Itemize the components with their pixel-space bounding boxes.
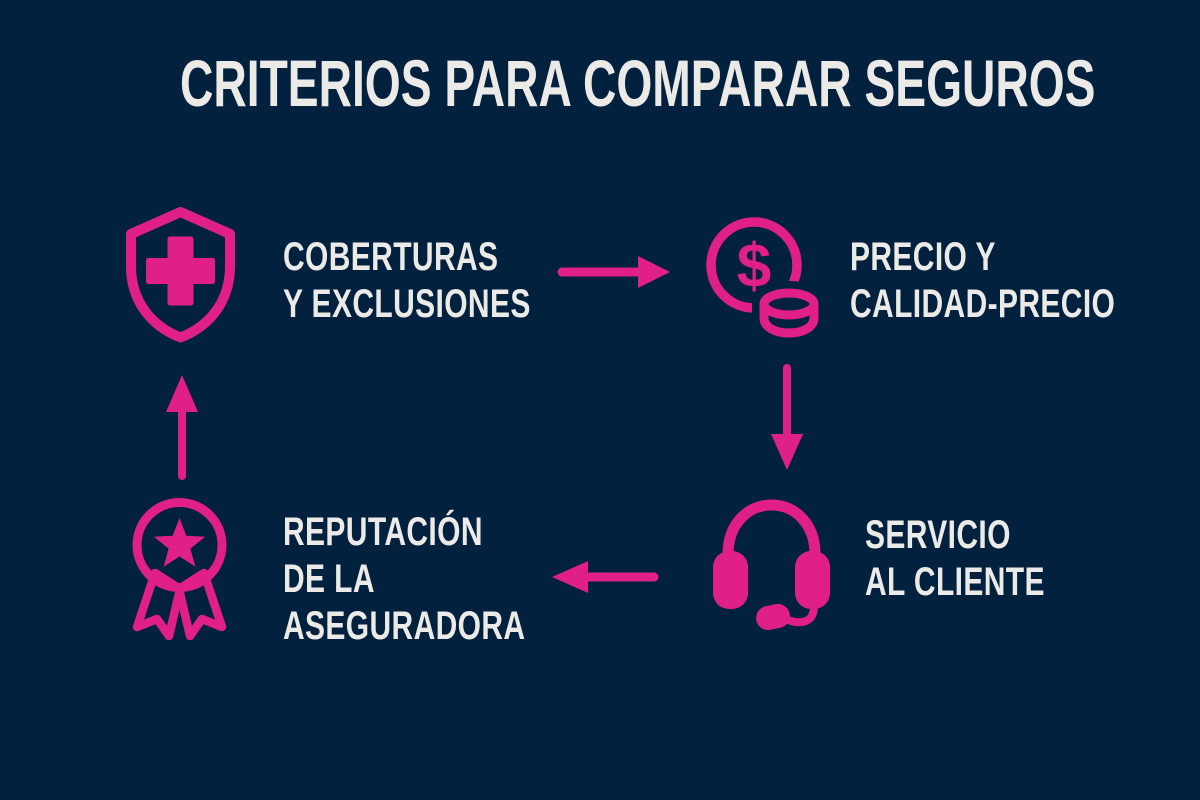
node-label-coberturas: COBERTURAS Y EXCLUSIONES xyxy=(283,234,531,328)
label-line: COBERTURAS xyxy=(283,235,499,279)
diagram-title: CRITERIOS PARA COMPARAR SEGUROS xyxy=(180,46,1096,120)
arrow-down-icon xyxy=(771,364,803,470)
award-ribbon-icon xyxy=(132,498,227,640)
label-line: PRECIO Y xyxy=(850,235,996,279)
label-line: CALIDAD-PRECIO xyxy=(850,282,1116,326)
headset-icon xyxy=(713,499,830,631)
arrow-left-icon xyxy=(552,561,659,593)
label-line: DE LA xyxy=(283,557,375,601)
label-line: SERVICIO xyxy=(865,513,1011,557)
label-line: ASEGURADORA xyxy=(283,604,526,648)
label-line: AL CLIENTE xyxy=(865,560,1045,604)
shield-cross-icon xyxy=(126,207,235,343)
label-line: Y EXCLUSIONES xyxy=(283,282,531,326)
arrow-up-icon xyxy=(166,375,198,480)
dollar-coin-icon: $ xyxy=(706,217,825,346)
node-label-servicio: SERVICIO AL CLIENTE xyxy=(865,512,1045,606)
node-label-precio: PRECIO Y CALIDAD-PRECIO xyxy=(850,234,1115,328)
label-line: REPUTACIÓN xyxy=(283,510,483,554)
arrow-right-icon xyxy=(557,256,670,288)
node-label-reputacion: REPUTACIÓN DE LA ASEGURADORA xyxy=(283,509,525,650)
